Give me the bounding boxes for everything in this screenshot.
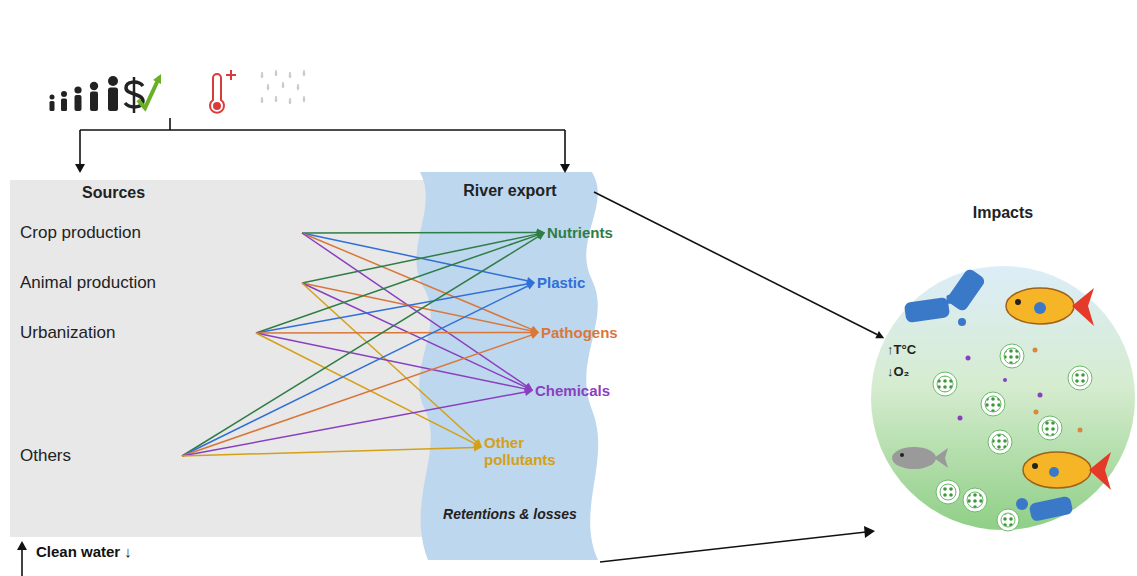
temperature-icon (210, 70, 236, 113)
arrowhead (530, 331, 539, 339)
connector-line (302, 233, 526, 386)
connector-line (182, 392, 525, 456)
source-label: Animal production (20, 271, 302, 295)
arrowhead (526, 282, 535, 289)
flow-arrow (182, 282, 535, 456)
arrowhead (875, 331, 884, 338)
flow-arrow (182, 388, 533, 456)
pollutant-label: Nutrients (547, 222, 613, 243)
source-item: Crop production (20, 221, 302, 245)
algae-cells (933, 344, 1092, 531)
source-item: Others (20, 444, 182, 468)
arrowhead (524, 388, 533, 396)
source-label: Others (20, 444, 182, 468)
pollutant-item: Pathogens (541, 322, 618, 343)
connector-line (256, 332, 531, 334)
impacts-circle: Impacts↑T°C↓O₂ (871, 266, 1135, 530)
river-band: River exportRetentions & lossesNutrients… (420, 172, 600, 568)
connector-line (256, 235, 537, 333)
connector-line (182, 286, 528, 456)
flow-arrow (256, 333, 533, 393)
clean-water-arrows (17, 526, 875, 576)
impact-label: ↓O₂ (887, 364, 909, 379)
connector-line (302, 283, 531, 331)
connector-line (182, 237, 538, 456)
sources-panel: SourcesCrop productionAnimal productionU… (10, 180, 435, 537)
impacts-circle (871, 266, 1135, 530)
precipitation-icon (261, 70, 305, 104)
pollutant-item: Chemicals (535, 380, 610, 401)
connector-line (302, 283, 526, 387)
flow-arrow (182, 443, 482, 456)
flow-arrow (256, 231, 545, 333)
pollutant-label: Plastic (537, 272, 585, 293)
source-item: Animal production (20, 271, 302, 295)
arrowhead (536, 233, 545, 241)
source-label: Crop production (20, 221, 302, 245)
panel-heading: Impacts (871, 204, 1135, 222)
connector-line (594, 192, 877, 335)
pollutant-label: Pathogens (541, 322, 618, 343)
fish (892, 288, 1111, 490)
connector-line (256, 333, 475, 444)
flow-arrow (594, 192, 884, 338)
driver-bracket (75, 118, 570, 173)
source-label: Urbanization (20, 321, 256, 345)
pollutant-particles (958, 348, 1083, 433)
pollutant-item: Other pollutants (484, 432, 576, 470)
pollutant-item: Nutrients (547, 222, 613, 243)
connector-line (302, 232, 537, 234)
connector-line (182, 335, 531, 456)
panel-heading: River export (420, 182, 600, 200)
flow-arrow (256, 329, 539, 337)
connector-line (256, 333, 525, 389)
connector-line (182, 447, 474, 456)
pollutant-item: Plastic (537, 272, 585, 293)
band-note: Retentions & losses (420, 506, 600, 522)
population-icon (50, 76, 119, 111)
pollutant-label: Chemicals (535, 380, 610, 401)
flow-arrow (302, 229, 545, 237)
arrowhead (474, 443, 482, 451)
impact-label: ↑T°C (887, 342, 916, 357)
source-item: Urbanization (20, 321, 256, 345)
panel-heading: Sources (82, 184, 145, 202)
economy-icon (125, 74, 161, 113)
connector-line (256, 284, 527, 333)
pollutant-label: Other pollutants (484, 432, 576, 470)
flow-arrow (182, 233, 545, 457)
note-label: Clean water ↓ (36, 543, 132, 560)
